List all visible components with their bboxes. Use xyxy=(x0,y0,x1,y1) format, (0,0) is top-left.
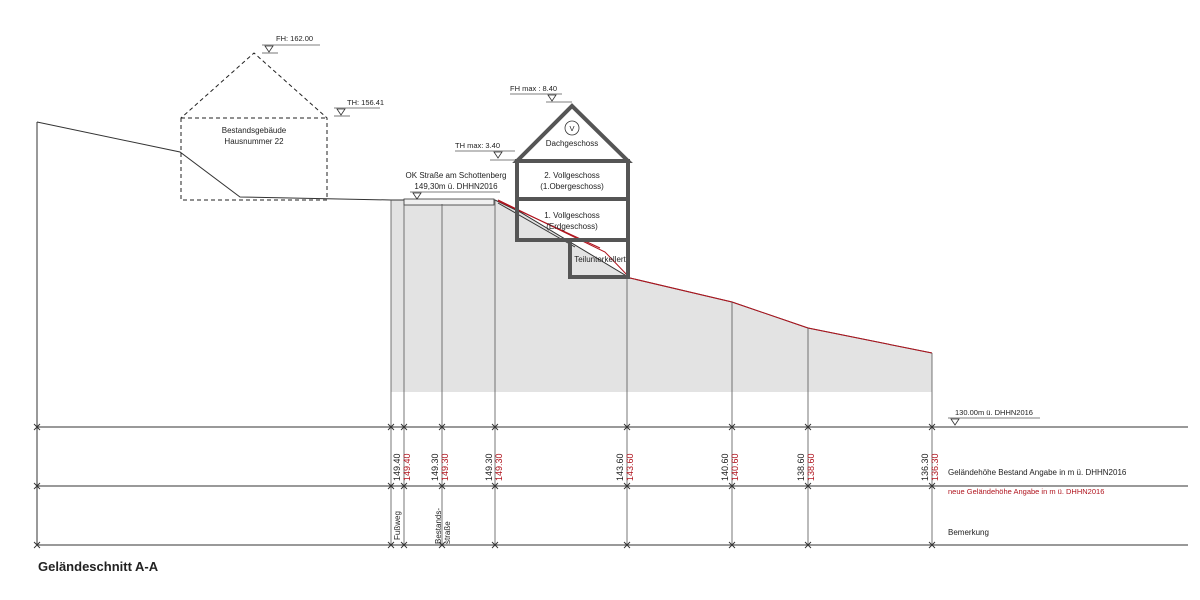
th-max-marker: TH max: 3.40 xyxy=(455,141,517,161)
fh-max-marker: FH max : 8.40 xyxy=(510,84,572,103)
floor-label-ground: 1. Vollgeschoss xyxy=(544,211,600,220)
station-7-existing: 136.30 xyxy=(920,453,930,481)
fh-marker-existing: FH: 162.00 xyxy=(262,34,320,54)
existing-building-label-1: Bestandsgebäude xyxy=(222,126,287,135)
station-1-new: 149.40 xyxy=(402,453,412,481)
new-building: V Dachgeschoss 2. Vollgeschoss (1.Oberge… xyxy=(512,103,633,279)
street-label-1: OK Straße am Schottenberg xyxy=(406,171,507,180)
roof-symbol: V xyxy=(569,124,574,133)
th-marker-existing: TH: 156.41 xyxy=(334,98,384,117)
remark-footpath: Fußweg xyxy=(393,511,402,540)
fh-max-label: FH max : 8.40 xyxy=(510,84,557,93)
reference-level-label: 130.00m ü. DHHN2016 xyxy=(955,408,1033,417)
station-values: 149.40 149.40 149.30 149.30 149.30 149.3… xyxy=(392,453,940,481)
terrain-fill xyxy=(391,200,932,392)
floor-label-basement: Teilunterkellert xyxy=(574,255,626,264)
existing-building: Bestandsgebäude Hausnummer 22 xyxy=(180,52,328,201)
reference-level-marker: 130.00m ü. DHHN2016 xyxy=(948,408,1040,426)
row-label-new: neue Geländehöhe Angabe in m ü. DHHN2016 xyxy=(948,487,1104,496)
remark-street-1: Bestands- xyxy=(434,508,443,544)
new-terrain-line xyxy=(497,199,933,354)
remark-street-2: straße xyxy=(443,521,452,544)
station-6-new: 138.60 xyxy=(806,453,816,481)
station-3-new: 149.30 xyxy=(494,453,504,481)
cross-markers xyxy=(33,423,936,549)
station-2-new: 149.30 xyxy=(440,453,450,481)
station-lines xyxy=(390,200,933,545)
station-7-new: 136.30 xyxy=(930,453,940,481)
station-3-existing: 149.30 xyxy=(484,453,494,481)
existing-building-label-2: Hausnummer 22 xyxy=(224,137,284,146)
street-level-marker: OK Straße am Schottenberg 149,30m ü. DHH… xyxy=(406,171,507,200)
station-5-existing: 140.60 xyxy=(720,453,730,481)
station-6-existing: 138.60 xyxy=(796,453,806,481)
fh-existing-label: FH: 162.00 xyxy=(276,34,313,43)
station-4-new: 143.60 xyxy=(625,453,635,481)
drawing-title: Geländeschnitt A-A xyxy=(38,559,159,574)
row-label-remark: Bemerkung xyxy=(948,528,989,537)
station-2-existing: 149.30 xyxy=(430,453,440,481)
station-5-new: 140.60 xyxy=(730,453,740,481)
street-surface xyxy=(403,198,495,206)
row-label-existing: Geländehöhe Bestand Angabe in m ü. DHHN2… xyxy=(948,468,1127,477)
floor-label-upper: 2. Vollgeschoss xyxy=(544,171,600,180)
th-max-label: TH max: 3.40 xyxy=(455,141,500,150)
street-label-2: 149,30m ü. DHHN2016 xyxy=(414,182,498,191)
station-1-existing: 149.40 xyxy=(392,453,402,481)
th-existing-label: TH: 156.41 xyxy=(347,98,384,107)
roof-symbol-circle xyxy=(564,120,580,136)
floor-label-roof: Dachgeschoss xyxy=(546,139,598,148)
floor-label-upper-sub: (1.Obergeschoss) xyxy=(540,182,604,191)
floor-label-ground-sub: (Erdgeschoss) xyxy=(546,222,598,231)
station-4-existing: 143.60 xyxy=(615,453,625,481)
